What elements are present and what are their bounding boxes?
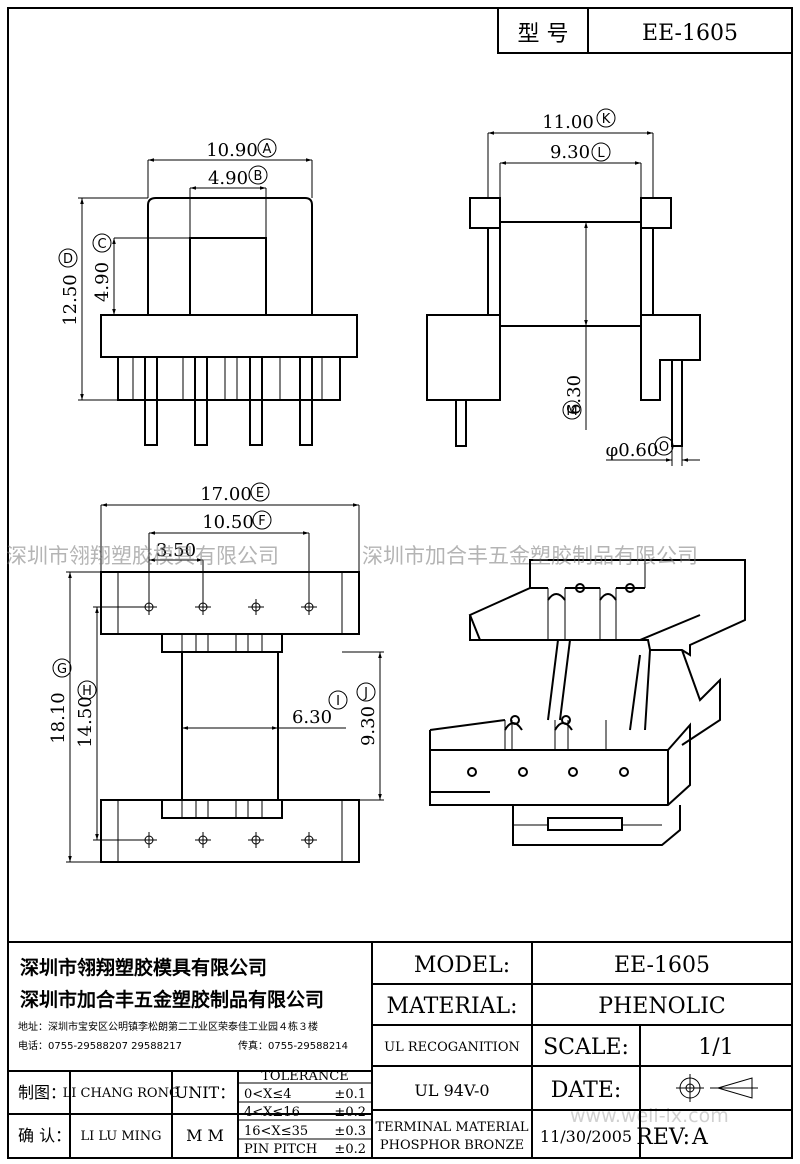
- dim-K-tag: K: [602, 112, 611, 127]
- dim-B-tag: B: [254, 169, 263, 184]
- unit-label: UNIT：: [175, 1083, 235, 1102]
- tolerance-range-4: PIN PITCH: [244, 1142, 317, 1157]
- dim-B: 4.90 B: [189, 165, 268, 198]
- company-name-2: 深圳市加合丰五金塑胶制品有限公司: [20, 988, 324, 1011]
- dim-I-tag: I: [336, 694, 340, 709]
- dim-M-tag: M: [566, 404, 577, 419]
- dim-G-value: 18.10: [48, 692, 69, 744]
- dim-O: φ0.60 O: [606, 436, 700, 466]
- drawn-by: LI CHANG RONG: [63, 1086, 180, 1101]
- dim-A: 10.90 A: [147, 138, 313, 198]
- unit-value: M M: [186, 1126, 224, 1145]
- terminal-material-line2: PHOSPHOR BRONZE: [380, 1138, 524, 1153]
- drawing-border: [7, 7, 793, 1159]
- ul-label: UL RECOGANITION: [384, 1040, 520, 1055]
- dim-I-value: 6.30: [292, 707, 332, 728]
- dim-F-tag: F: [258, 514, 265, 529]
- date-value: 11/30/2005: [540, 1127, 632, 1146]
- dim-H: 14.50 H: [75, 606, 141, 841]
- dim-H-value: 14.50: [75, 696, 96, 748]
- company-name-1: 深圳市翎翔塑胶模具有限公司: [20, 956, 267, 979]
- dim-F: 10.50 F: [148, 510, 310, 600]
- company-fax: 传真：0755-29588214: [238, 1039, 348, 1052]
- front-view: [100, 197, 358, 446]
- dim-G: 18.10 G: [48, 571, 101, 863]
- dim-M: 6.30 M: [562, 222, 588, 430]
- side-view: [426, 197, 701, 447]
- dim-G-tag: G: [57, 662, 67, 677]
- tolerance-value-1: ±0.1: [334, 1087, 366, 1102]
- header-model-label: 型 号: [518, 22, 569, 47]
- dim-B-value: 4.90: [208, 168, 248, 189]
- tolerance-range-1: 0<X≤4: [244, 1087, 292, 1102]
- checked-by: LI LU MING: [80, 1129, 161, 1144]
- dim-H-tag: H: [82, 684, 92, 699]
- dim-O-value: φ0.60: [606, 440, 659, 461]
- tolerance-range-3: 16<X≤35: [244, 1124, 308, 1139]
- dim-K: 11.00 K: [487, 108, 654, 198]
- isometric-view: [429, 559, 746, 846]
- terminal-material-line1: TERMINAL MATERIAL: [375, 1120, 528, 1135]
- dim-J-value: 9.30: [358, 706, 379, 746]
- dim-C-value: 4.90: [92, 262, 113, 302]
- dim-E-tag: E: [256, 486, 264, 501]
- projection-symbol-icon: [676, 1074, 758, 1102]
- watermark-left: 深圳市翎翔塑胶模具有限公司: [6, 544, 279, 568]
- rev-label: REV:: [636, 1125, 690, 1150]
- dim-E-value: 17.00: [200, 484, 252, 505]
- dim-A-tag: A: [263, 142, 272, 157]
- tolerance-range-2: 4<X≤16: [244, 1105, 300, 1120]
- company-phone: 电话：0755-29588207 29588217: [18, 1039, 182, 1052]
- material-label: MATERIAL:: [386, 994, 517, 1019]
- dim-C: 4.90 C: [92, 233, 190, 315]
- company-address: 地址：深圳市宝安区公明镇李松朗第二工业区荣泰佳工业园４栋３楼: [18, 1020, 318, 1033]
- model-value: EE-1605: [614, 953, 710, 978]
- date-label: DATE:: [551, 1078, 621, 1103]
- dim-I: 6.30 I: [182, 690, 348, 730]
- dim-L-tag: L: [597, 146, 605, 161]
- scale-label: SCALE:: [543, 1035, 629, 1060]
- watermark-right: 深圳市加合丰五金塑胶制品有限公司: [362, 544, 698, 568]
- dim-J-tag: J: [363, 686, 368, 701]
- dim-F-value: 10.50: [202, 512, 254, 533]
- model-label: MODEL:: [414, 953, 510, 978]
- dim-A-value: 10.90: [206, 140, 258, 161]
- dim-D-value: 12.50: [60, 274, 81, 326]
- tolerance-value-4: ±0.2: [334, 1142, 366, 1157]
- dim-K-value: 11.00: [542, 112, 594, 133]
- dim-L-value: 9.30: [550, 142, 590, 163]
- checked-label: 确 认：: [18, 1126, 71, 1145]
- header-model-value: EE-1605: [642, 21, 738, 46]
- dim-D-tag: D: [63, 252, 73, 267]
- dim-J: 9.30 J: [342, 651, 384, 801]
- ul-value: UL 94V-0: [414, 1081, 489, 1100]
- title-block: 深圳市翎翔塑胶模具有限公司 深圳市加合丰五金塑胶制品有限公司 地址：深圳市宝安区…: [7, 941, 793, 1159]
- material-value: PHENOLIC: [598, 994, 725, 1019]
- watermark-url: www.well-lx.com: [570, 1105, 729, 1127]
- dim-C-tag: C: [97, 237, 106, 252]
- rev-value: A: [691, 1125, 709, 1150]
- dim-pin-pitch: 3.50: [149, 540, 204, 600]
- tolerance-title: TOLERANCE: [261, 1069, 348, 1084]
- dim-L: 9.30 L: [499, 142, 642, 198]
- scale-value: 1/1: [698, 1035, 733, 1060]
- header-box: 型 号 EE-1605: [497, 7, 793, 54]
- dim-O-tag: O: [659, 440, 669, 455]
- dim-pin-pitch-value: 3.50: [156, 540, 196, 561]
- tolerance-value-2: ±0.2: [334, 1105, 366, 1120]
- dim-E: 17.00 E: [100, 482, 360, 572]
- bottom-view: [100, 571, 360, 863]
- drawn-label: 制图：: [18, 1083, 66, 1102]
- dim-D: 12.50 D: [58, 197, 148, 401]
- tolerance-value-3: ±0.3: [334, 1124, 366, 1139]
